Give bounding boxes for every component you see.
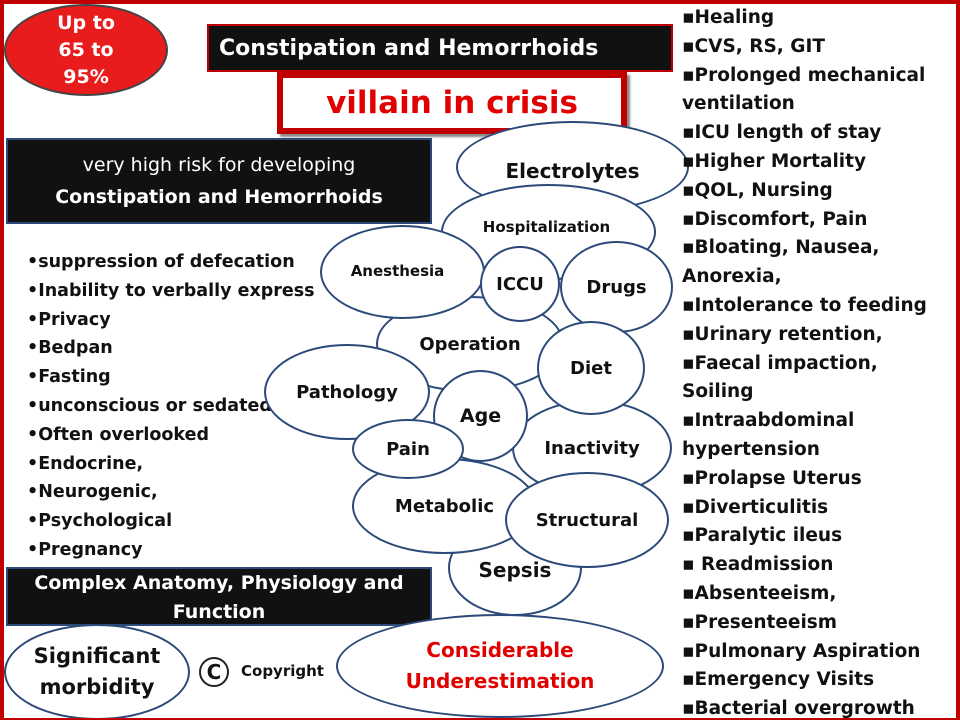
risk-factor-list: suppression of defecationInability to ve… [27, 248, 315, 565]
bubble-iccu-label: ICCU [496, 273, 544, 295]
underestimation-line-2: Underestimation [405, 669, 595, 693]
bubble-metabolic-label: Metabolic [394, 495, 495, 517]
significant-line-1: Significant [33, 644, 161, 668]
bubble-pathology-label: Pathology [296, 381, 398, 403]
bubble-drugs: Drugs [560, 241, 673, 333]
bubble-diet-label: Diet [570, 357, 612, 379]
copyright-icon: C [199, 657, 229, 687]
consequence-item: Absenteeism, [682, 580, 952, 609]
bubble-drugs-label: Drugs [586, 276, 647, 298]
risk-factor-item: Endocrine, [27, 450, 315, 479]
consequence-item: Intraabdominal hypertension [682, 407, 952, 465]
copyright-symbol: C [206, 660, 222, 684]
risk-factor-item: unconscious or sedated [27, 392, 315, 421]
page-subtitle: villain in crisis [326, 85, 578, 121]
risk-factor-item: Bedpan [27, 334, 315, 363]
page-title: Constipation and Hemorrhoids [219, 35, 599, 61]
bubble-structural-label: Structural [535, 509, 639, 531]
consequence-list: HealingCVS, RS, GITProlonged mechanical … [682, 4, 952, 720]
consequence-item: Faecal impaction, Soiling [682, 350, 952, 408]
bubble-anesthesia-label: Anesthesia [350, 262, 445, 280]
bubble-pain-label: Pain [386, 438, 430, 460]
risk-line-2: Constipation and Hemorrhoids [55, 186, 383, 208]
consequence-item: QOL, Nursing [682, 177, 952, 206]
significant-morbidity-oval: Significant morbidity [4, 624, 190, 720]
bubble-operation-label: Operation [419, 333, 521, 355]
bubble-pain: Pain [352, 419, 464, 479]
bubble-sepsis-label: Sepsis [478, 558, 552, 582]
consequence-item: Prolonged mechanical ventilation [682, 62, 952, 120]
risk-box: very high risk for developing Constipati… [6, 138, 432, 224]
consequence-item: Discomfort, Pain [682, 206, 952, 235]
complex-line-2: Function [172, 601, 266, 623]
bubble-inactivity-label: Inactivity [544, 437, 640, 459]
consequence-item: Urinary retention, [682, 321, 952, 350]
consequence-item: Diverticulitis [682, 494, 952, 523]
badge-line-2: 65 to [58, 38, 114, 61]
consequence-item: CVS, RS, GIT [682, 33, 952, 62]
consequence-item: Emergency Visits [682, 666, 952, 695]
risk-line-1: very high risk for developing [82, 154, 356, 176]
complex-box: Complex Anatomy, Physiology and Function [6, 567, 432, 626]
bubble-anesthesia: Anesthesia [320, 225, 485, 319]
risk-factor-item: Often overlooked [27, 421, 315, 450]
bubble-electrolytes-label: Electrolytes [505, 159, 640, 183]
badge-line-3: 95% [63, 65, 109, 88]
risk-factor-item: Inability to verbally express [27, 277, 314, 306]
risk-factor-item: suppression of defecation [27, 248, 315, 277]
risk-factor-item: Privacy [27, 306, 315, 335]
consequence-item: Bacterial overgrowth [682, 695, 952, 720]
underestimation-oval: Considerable Underestimation [336, 614, 664, 718]
risk-factor-item: Fasting [27, 363, 315, 392]
bubble-structural: Structural [505, 472, 669, 568]
consequence-item: Paralytic ileus [682, 522, 952, 551]
bubble-age-label: Age [459, 405, 502, 427]
badge-line-1: Up to [57, 11, 115, 34]
consequence-item: Readmission [682, 551, 952, 580]
bubble-iccu: ICCU [480, 246, 560, 322]
consequence-item: Healing [682, 4, 952, 33]
risk-factor-item: Neurogenic, [27, 478, 315, 507]
risk-factor-item: Psychological [27, 507, 315, 536]
bubble-hospitalization-label: Hospitalization [482, 218, 611, 236]
copyright-label: Copyright [241, 662, 324, 680]
consequence-item: Bloating, Nausea, Anorexia, [682, 234, 952, 292]
consequence-item: Prolapse Uterus [682, 465, 952, 494]
risk-factor-item: Pregnancy [27, 536, 315, 565]
consequence-item: ICU length of stay [682, 119, 952, 148]
bubble-diet: Diet [537, 321, 645, 415]
significant-line-2: morbidity [39, 675, 155, 699]
consequence-item: Pulmonary Aspiration [682, 638, 952, 667]
title-box: Constipation and Hemorrhoids [207, 24, 673, 72]
complex-line-1: Complex Anatomy, Physiology and [34, 572, 404, 594]
consequence-item: Higher Mortality [682, 148, 952, 177]
percentage-badge: Up to 65 to 95% [4, 4, 168, 96]
consequence-item: Intolerance to feeding [682, 292, 952, 321]
consequence-item: Presenteeism [682, 609, 952, 638]
underestimation-line-1: Considerable [426, 638, 574, 662]
